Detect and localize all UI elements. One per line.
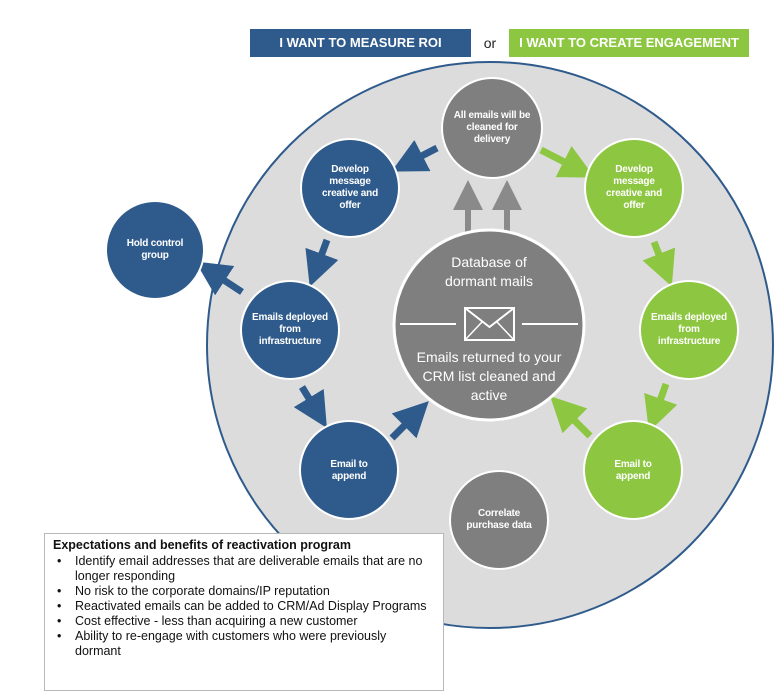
node-green-deployed-label: Emails deployed from infrastructure	[651, 312, 727, 347]
node-blue-develop-circle	[300, 138, 400, 238]
arrow-blue-develop-to-deployed	[305, 238, 339, 287]
node-blue-deployed-label: Emails deployed from infrastructure	[252, 312, 328, 347]
benefits-item: Cost effective - less than acquiring a n…	[57, 614, 435, 629]
envelope-icon	[464, 307, 515, 341]
center-top-text: Database of dormant mails	[445, 254, 533, 289]
arrow-append-to-center	[389, 401, 429, 441]
node-green-append-label: Email to append	[614, 459, 652, 482]
measure-roi-banner: I WANT TO MEASURE ROI	[250, 29, 471, 57]
benefits-item: Ability to re-engage with customers who …	[57, 629, 435, 659]
benefits-list: Identify email addresses that are delive…	[53, 554, 435, 659]
node-green-develop-circle	[584, 138, 684, 238]
node-blue-append-label: Email to append	[330, 459, 368, 482]
or-label: or	[483, 35, 497, 51]
node-green-develop-label: Develop message creative and offer	[606, 164, 662, 211]
node-blue-develop-label: Develop message creative and offer	[322, 164, 378, 211]
node-top-label: All emails will be cleaned for delivery	[453, 110, 531, 145]
arrow-deployed-to-control	[195, 261, 244, 296]
node-blue-deployed-circle	[240, 280, 340, 380]
node-correlate-circle	[449, 470, 549, 570]
benefits-item: Reactivated emails can be added to CRM/A…	[57, 599, 435, 614]
arrow-top-to-green-develop	[539, 146, 595, 178]
arrow-deployed-to-append	[293, 385, 327, 428]
benefits-item: Identify email addresses that are delive…	[57, 554, 435, 584]
arrow-green-deployed-to-append	[644, 382, 678, 432]
center-bottom-text: Emails returned to your CRM list cleaned…	[416, 349, 562, 403]
center-database-circle	[392, 228, 586, 422]
benefits-box: Expectations and benefits of reactivatio…	[44, 533, 444, 691]
node-blue-control-label: Hold control group	[126, 238, 184, 261]
node-blue-control-circle	[105, 200, 205, 300]
node-correlate-label: Correlate purchase data	[466, 508, 532, 531]
arrow-green-develop-to-deployed	[642, 240, 676, 287]
benefits-item: No risk to the corporate domains/IP repu…	[57, 584, 435, 599]
arrow-top-to-blue-develop	[391, 140, 439, 172]
node-green-deployed-circle	[639, 280, 739, 380]
arrow-green-append-to-center	[550, 396, 593, 439]
create-engagement-banner: I WANT TO CREATE ENGAGEMENT	[509, 29, 749, 57]
node-green-append-circle	[583, 420, 683, 520]
node-top-circle	[441, 77, 543, 179]
benefits-title: Expectations and benefits of reactivatio…	[53, 538, 351, 552]
node-blue-append-circle	[299, 420, 399, 520]
